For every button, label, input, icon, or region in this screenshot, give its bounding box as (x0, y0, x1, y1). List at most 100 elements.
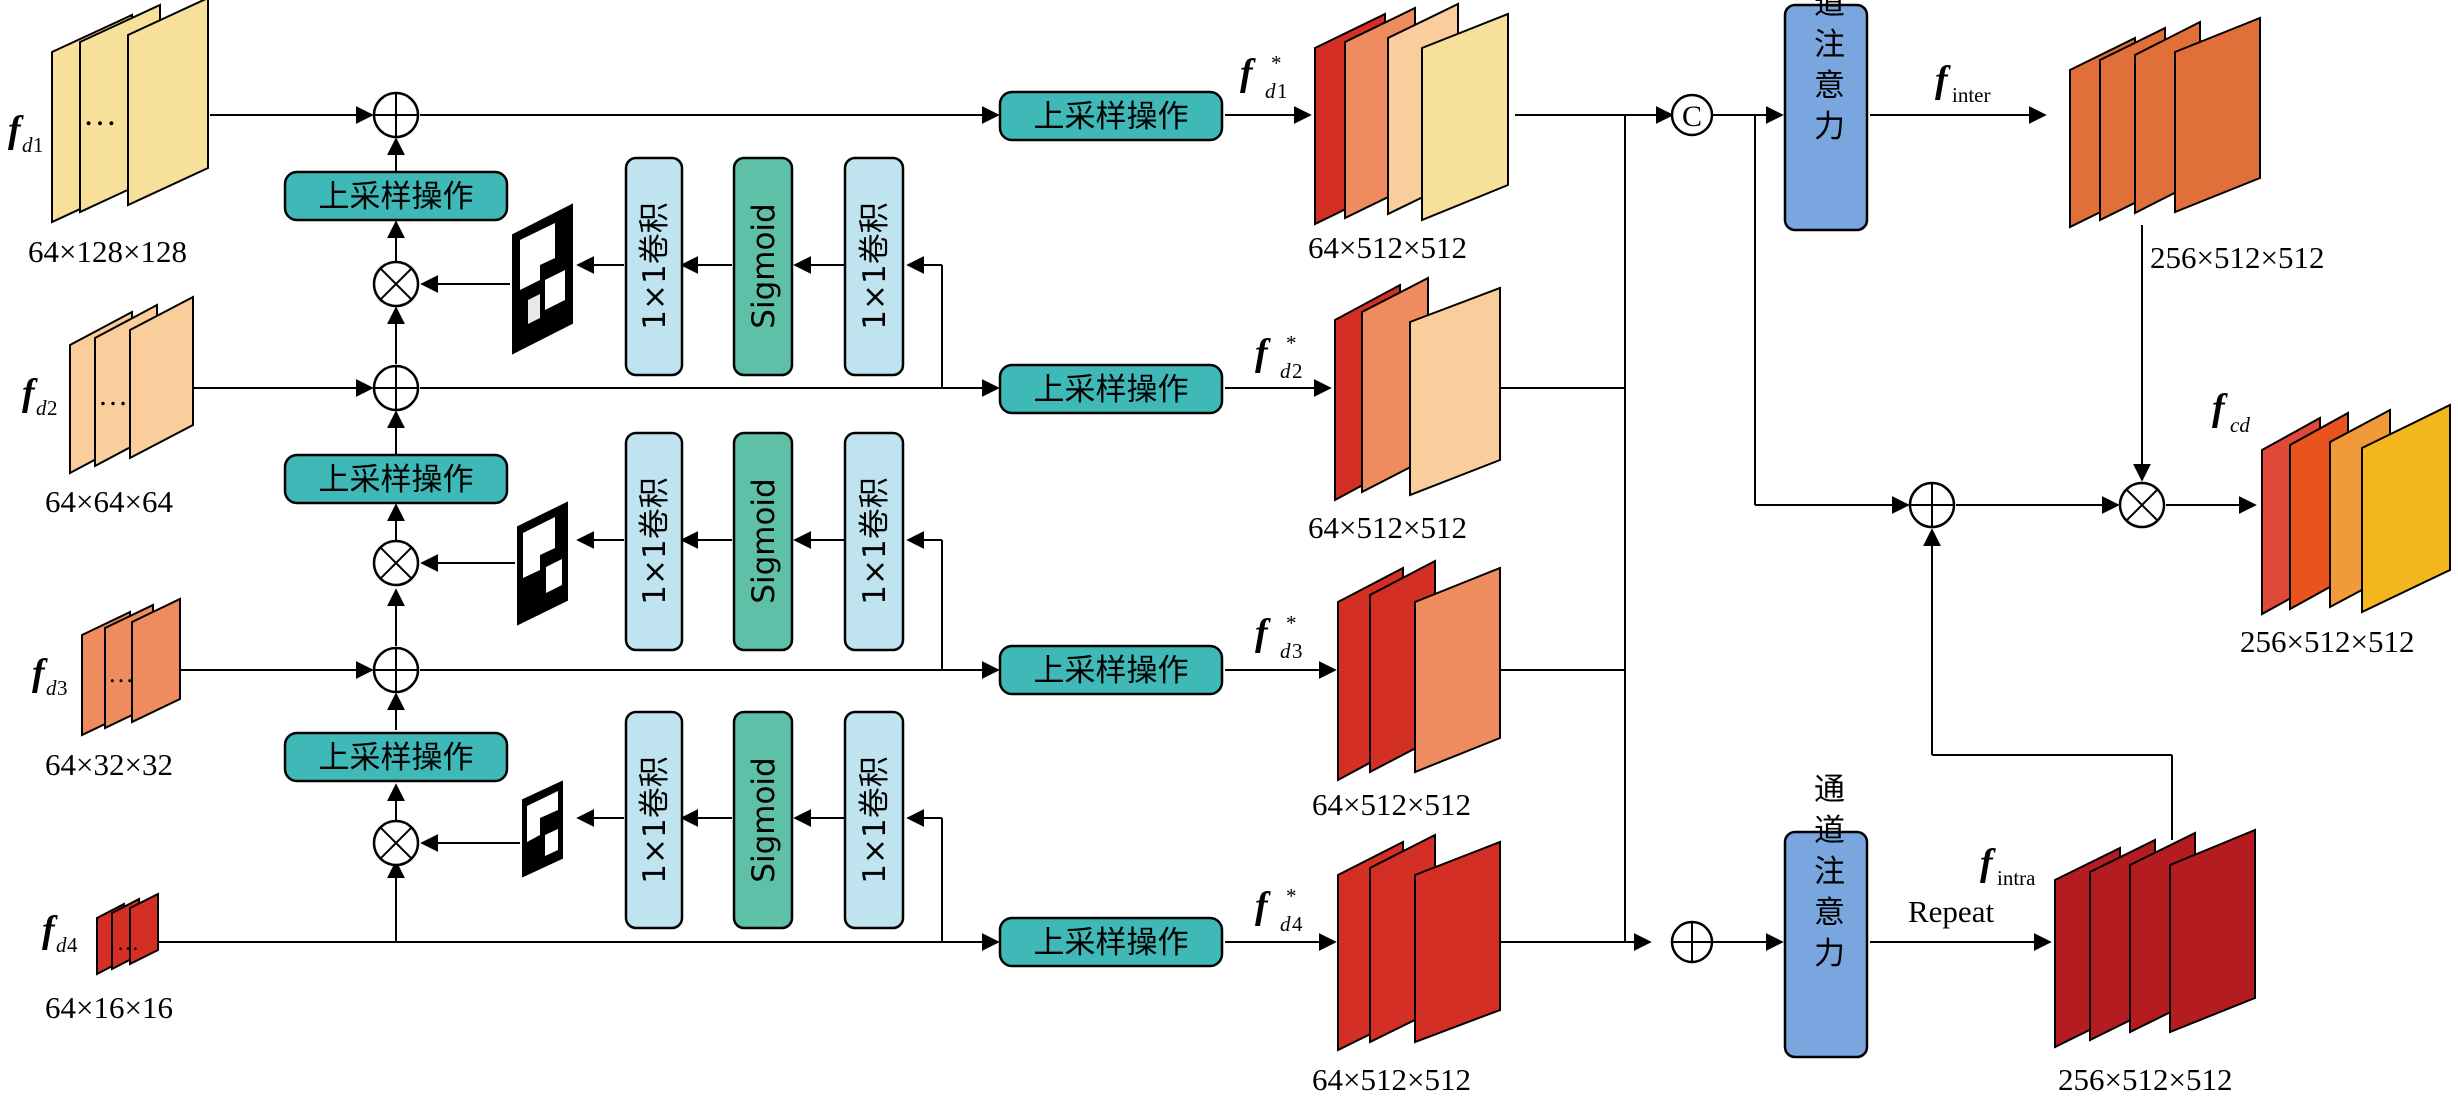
svg-text:d: d (46, 676, 57, 700)
svg-text:1×1卷积: 1×1卷积 (857, 477, 893, 604)
svg-text:4: 4 (1292, 912, 1303, 936)
svg-text:4: 4 (67, 933, 78, 957)
svg-text:通道注意力: 通道注意力 (1808, 773, 1844, 978)
svg-text:d: d (1280, 639, 1291, 663)
label-intra: f intra (1980, 842, 2036, 890)
svg-text:上采样操作: 上采样操作 (1034, 99, 1189, 135)
svg-text:d: d (1265, 79, 1276, 103)
add-node (1670, 920, 1714, 964)
channel-attention-block: 通道注意力 (1783, 773, 1869, 1059)
label-inter: f inter (1935, 59, 1990, 107)
svg-text:cd: cd (2230, 413, 2250, 437)
dims-fd3: 64×32×32 (45, 747, 173, 782)
svg-text:C: C (1682, 100, 1702, 133)
svg-text:1×1卷积: 1×1卷积 (637, 202, 673, 329)
conv-block: 1×1卷积 (624, 431, 684, 652)
label-fd1: f d 1 (8, 109, 44, 157)
upsample-block: 上采样操作 (998, 363, 1224, 415)
svg-text:1×1卷积: 1×1卷积 (857, 756, 893, 883)
svg-text:1×1卷积: 1×1卷积 (637, 477, 673, 604)
inter-feature-stack (2069, 16, 2261, 229)
svg-text:f: f (32, 652, 48, 694)
label-fd2: f d 2 (22, 372, 58, 420)
upsample-block: 上采样操作 (998, 916, 1224, 968)
svg-text:d: d (1280, 912, 1291, 936)
svg-text:Sigmoid: Sigmoid (746, 478, 782, 603)
svg-text:d: d (56, 933, 67, 957)
upsample-block: 上采样操作 (283, 731, 509, 783)
dims-fd1-star: 64×512×512 (1308, 230, 1467, 265)
svg-text:f: f (42, 909, 58, 951)
svg-text:f: f (2212, 387, 2228, 429)
conv-block: 1×1卷积 (843, 156, 905, 377)
svg-text:f: f (1255, 612, 1271, 654)
add-node (372, 364, 420, 412)
svg-text:上采样操作: 上采样操作 (319, 179, 474, 215)
output-stack-fd3 (1337, 559, 1501, 782)
svg-text:通道注意力: 通道注意力 (1808, 0, 1844, 151)
multiply-node (372, 260, 420, 308)
svg-text:d: d (1280, 359, 1291, 383)
label-fd4: f d 4 (42, 909, 78, 957)
output-stack-fd4 (1337, 833, 1501, 1052)
multiply-node (372, 819, 420, 867)
dims-fd1: 64×128×128 (28, 234, 187, 269)
attention-mask-map (517, 501, 568, 626)
sigmoid-block: Sigmoid (732, 156, 794, 377)
repeat-label: Repeat (1908, 894, 1994, 929)
upsample-block: 上采样操作 (283, 170, 509, 222)
input-stack-fd1: … (51, 0, 209, 224)
upsample-block: 上采样操作 (283, 453, 509, 505)
svg-text:f: f (1255, 885, 1271, 927)
output-stack-fd2 (1334, 276, 1501, 502)
svg-text:f: f (1935, 59, 1951, 101)
conv-block: 1×1卷积 (843, 431, 905, 652)
add-node (372, 91, 420, 139)
sigmoid-block: Sigmoid (732, 710, 794, 930)
cd-feature-stack (2261, 403, 2451, 616)
svg-text:d: d (22, 133, 33, 157)
svg-text:intra: intra (1997, 866, 2036, 890)
svg-text:f: f (1240, 52, 1256, 94)
svg-text:3: 3 (57, 676, 68, 700)
dims-fd4-star: 64×512×512 (1312, 1062, 1471, 1097)
dims-fd2: 64×64×64 (45, 484, 173, 519)
conv-block: 1×1卷积 (624, 710, 684, 930)
label-fd2-star: f * d 2 (1255, 331, 1303, 383)
concat-node: C (1670, 93, 1714, 137)
svg-text:*: * (1285, 611, 1296, 635)
conv-block: 1×1卷积 (843, 710, 905, 930)
dots: … (117, 930, 139, 955)
svg-text:上采样操作: 上采样操作 (319, 462, 474, 498)
add-node (1908, 481, 1956, 529)
svg-text:1×1卷积: 1×1卷积 (857, 202, 893, 329)
dots: … (83, 96, 117, 133)
dots: … (108, 659, 134, 688)
dims-fd3-star: 64×512×512 (1312, 787, 1471, 822)
svg-text:2: 2 (1292, 359, 1303, 383)
svg-text:f: f (1980, 842, 1996, 884)
multiply-node (372, 539, 420, 587)
attention-mask-map (522, 780, 563, 878)
svg-text:*: * (1285, 884, 1296, 908)
input-stack-fd2: … (69, 295, 194, 475)
svg-text:1: 1 (33, 133, 44, 157)
svg-text:3: 3 (1292, 639, 1303, 663)
svg-text:f: f (1255, 332, 1271, 374)
dots: … (98, 379, 128, 412)
label-fd4-star: f * d 4 (1255, 884, 1303, 936)
svg-text:上采样操作: 上采样操作 (1034, 925, 1189, 961)
svg-text:1×1卷积: 1×1卷积 (637, 756, 673, 883)
dims-cd: 256×512×512 (2240, 624, 2414, 659)
svg-text:*: * (1285, 331, 1296, 355)
output-stack-fd1 (1314, 2, 1509, 226)
svg-text:f: f (22, 372, 38, 414)
channel-attention-block: 通道注意力 (1783, 0, 1869, 232)
label-fd1-star: f * d 1 (1240, 51, 1288, 103)
dims-inter: 256×512×512 (2150, 240, 2324, 275)
svg-text:上采样操作: 上采样操作 (1034, 372, 1189, 408)
svg-text:Sigmoid: Sigmoid (746, 203, 782, 328)
dims-intra: 256×512×512 (2058, 1062, 2232, 1097)
input-stack-fd4: … (96, 892, 159, 976)
